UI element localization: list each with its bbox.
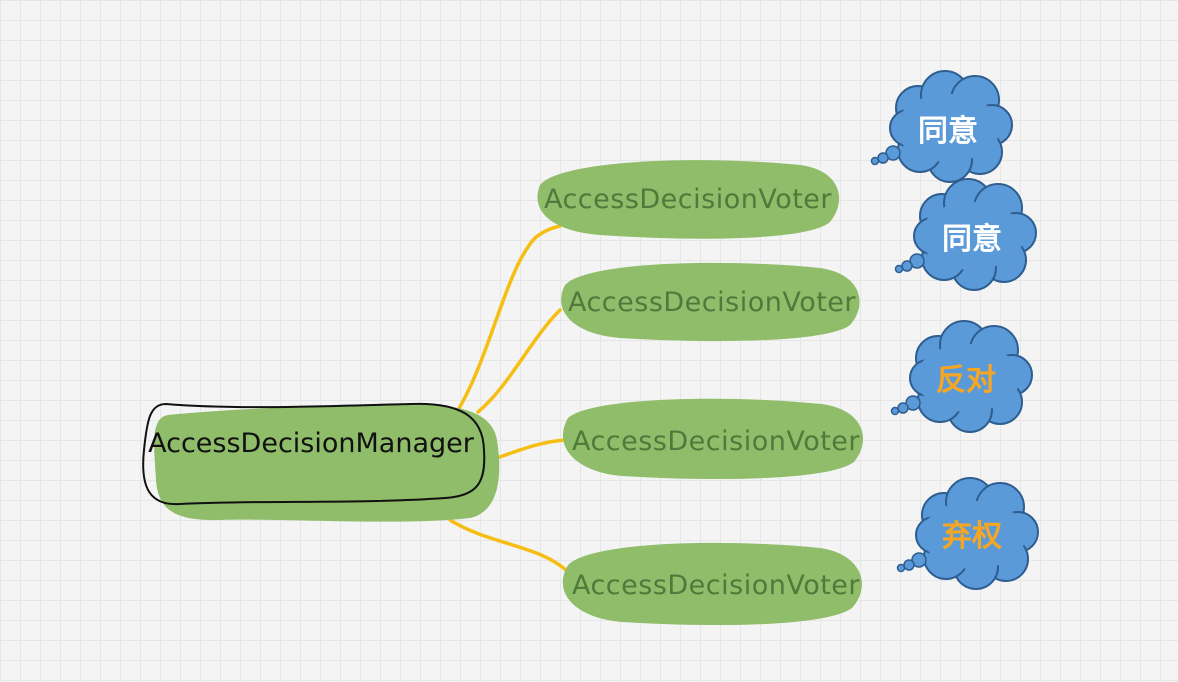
- vote-result-cloud: 弃权: [896, 477, 1039, 590]
- vote-result-label: 反对: [936, 363, 996, 398]
- vote-result-cloud: 反对: [890, 320, 1033, 433]
- connector-to-voter-3: [495, 438, 567, 460]
- vote-result-label: 同意: [918, 114, 978, 149]
- connector-to-voter-1: [453, 224, 562, 417]
- voter-node[interactable]: AccessDecisionVoter: [562, 542, 862, 626]
- manager-label: AccessDecisionManager: [148, 428, 475, 459]
- vote-result-label: 同意: [942, 222, 1002, 257]
- connector-to-voter-4: [448, 518, 570, 574]
- voter-node-blob: [561, 262, 860, 342]
- voter-node[interactable]: AccessDecisionVoter: [537, 160, 840, 239]
- connector-to-voter-2: [476, 308, 562, 414]
- voter-label: AccessDecisionVoter: [544, 184, 832, 215]
- vote-result-cloud: 同意: [894, 178, 1037, 291]
- manager-node-outline: [142, 402, 486, 506]
- vote-result-label: 弃权: [942, 519, 1002, 554]
- connectors: [448, 224, 570, 574]
- manager-node-blob: [154, 404, 500, 522]
- voter-label: AccessDecisionVoter: [568, 287, 856, 318]
- voter-node-blob: [537, 160, 840, 239]
- voter-label: AccessDecisionVoter: [572, 426, 860, 457]
- manager-node[interactable]: AccessDecisionManager: [142, 402, 500, 522]
- voter-node-blob: [562, 398, 864, 480]
- voter-node[interactable]: AccessDecisionVoter: [561, 262, 860, 342]
- voter-node-blob: [562, 542, 862, 626]
- voter-label: AccessDecisionVoter: [572, 570, 860, 601]
- voter-node[interactable]: AccessDecisionVoter: [562, 398, 864, 480]
- vote-result-cloud: 同意: [870, 70, 1013, 183]
